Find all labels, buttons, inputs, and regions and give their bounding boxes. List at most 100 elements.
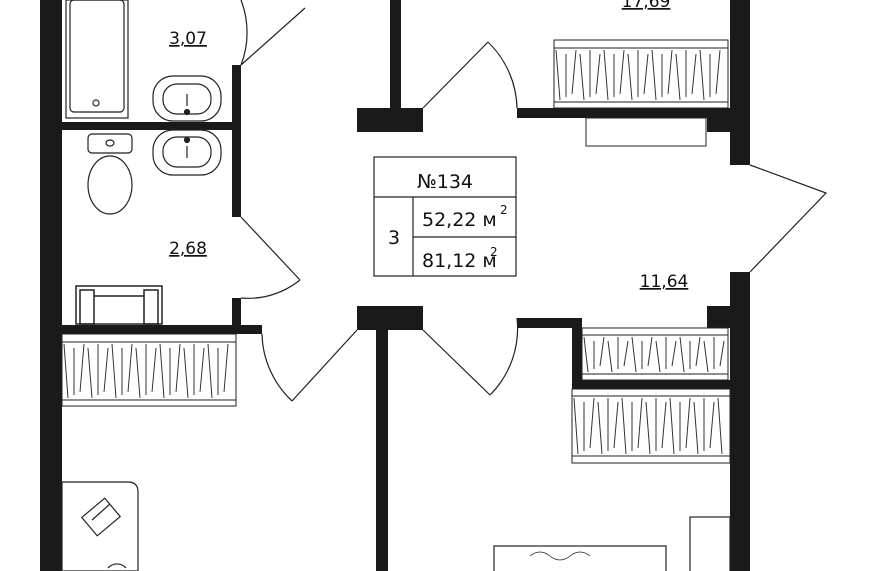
wall-bath-right [232,65,241,217]
washer-cabinet [75,285,163,325]
wall-bedroom-top [517,318,581,328]
hanger-stroke [87,347,93,399]
closet-bedroom-lower [571,388,731,464]
door-entrance [749,164,828,273]
hanger-stroke [183,347,189,399]
room-area-living: 17,69 [622,0,671,12]
hanger-stroke [151,347,157,393]
hanger-stroke [599,336,605,367]
hanger-stroke [627,53,633,101]
sink-lower [152,129,222,176]
hanger-stroke [63,343,69,399]
wall-wc-bottom [62,325,262,334]
hanger-stroke [111,343,117,399]
hanger-stroke [571,49,577,95]
hanger-stroke [175,343,181,393]
wall-right-exterior [730,0,750,165]
hanger-stroke [619,49,625,95]
doors [240,0,828,402]
closet-hallway-left [61,333,237,407]
desk [61,481,139,571]
wall-living-bottom [517,108,707,118]
hanger-stroke [607,340,613,373]
hanger-stroke [693,401,699,455]
hanger-stroke [667,49,673,95]
total-area: 81,12 м [422,250,497,272]
door-bathroom [240,0,306,66]
wall-left-exterior [40,0,62,571]
hanger-stroke [679,336,685,373]
hanger-stroke [135,347,141,399]
hanger-stroke [655,340,661,373]
hanger-stroke [669,397,675,455]
wall-wc-right-stub [232,298,241,334]
room-area-bathroom: 3,07 [169,29,207,49]
hanger-stroke [709,401,715,449]
hanger-stroke [643,53,649,95]
hanger-stroke [127,343,133,393]
wall-partition-center [376,330,388,571]
wall-bedroom-closet-bottom [572,380,730,389]
hanger-stroke [717,397,723,455]
apartment-info-box: №134 3 52,22 м 2 81,12 м 2 [373,156,517,277]
hanger-stroke [647,336,653,367]
hanger-stroke [675,53,681,101]
room-area-hallway: 11,64 [640,272,689,292]
shelf-living [585,117,707,147]
wall-bedroom-closet-left [572,318,582,388]
hanger-stroke [621,397,627,455]
bed [493,516,731,571]
wall-right-exterior-lower [730,272,750,571]
hanger-stroke [597,401,603,455]
closet-hangers [63,49,725,455]
wall-pillar-top-vertical [390,0,401,112]
bathtub [65,0,129,119]
door-living [422,41,518,109]
hanger-stroke [695,336,701,367]
hanger-stroke [685,397,691,449]
hanger-stroke [645,401,651,455]
toilet-fixture [87,133,133,215]
total-area-unit-superscript: 2 [490,245,498,259]
hanger-stroke [103,347,109,393]
door-room-left [261,329,358,402]
hanger-stroke [223,343,229,393]
sink-upper [152,75,222,122]
hanger-stroke [661,401,667,449]
hanger-stroke [699,49,705,101]
hanger-stroke [595,53,601,95]
room-area-toilet: 2,68 [169,239,207,259]
hanger-stroke [207,343,213,399]
door-bedroom [422,317,519,396]
bathtub-drain-icon [92,99,100,107]
hanger-stroke [583,336,589,373]
wall-bedroom-top-right [707,306,750,328]
wall-bath-wc [62,122,238,130]
room-count: 3 [388,227,400,249]
closet-living [553,39,729,109]
apartment-number: №134 [417,171,473,193]
living-area-unit-superscript: 2 [500,203,508,217]
door-wc [240,216,301,299]
hanger-stroke [199,347,205,393]
hanger-stroke [651,49,657,101]
hanger-stroke [555,49,561,101]
hanger-stroke [79,343,85,393]
wall-pillar-bottom [357,306,423,330]
hanger-stroke [573,397,579,455]
hanger-stroke [715,49,721,95]
walls [40,0,750,571]
wall-living-bottom-right [707,108,750,132]
living-area: 52,22 м [422,209,497,231]
hanger-stroke [603,49,609,101]
wall-pillar-top [357,108,423,132]
hanger-stroke [579,53,585,101]
hanger-stroke [589,397,595,449]
hanger-stroke [637,397,643,449]
hanger-stroke [703,340,709,373]
hanger-stroke [719,340,725,367]
hanger-stroke [631,336,637,373]
hanger-stroke [613,401,619,449]
closet-bedroom-upper [581,327,729,381]
